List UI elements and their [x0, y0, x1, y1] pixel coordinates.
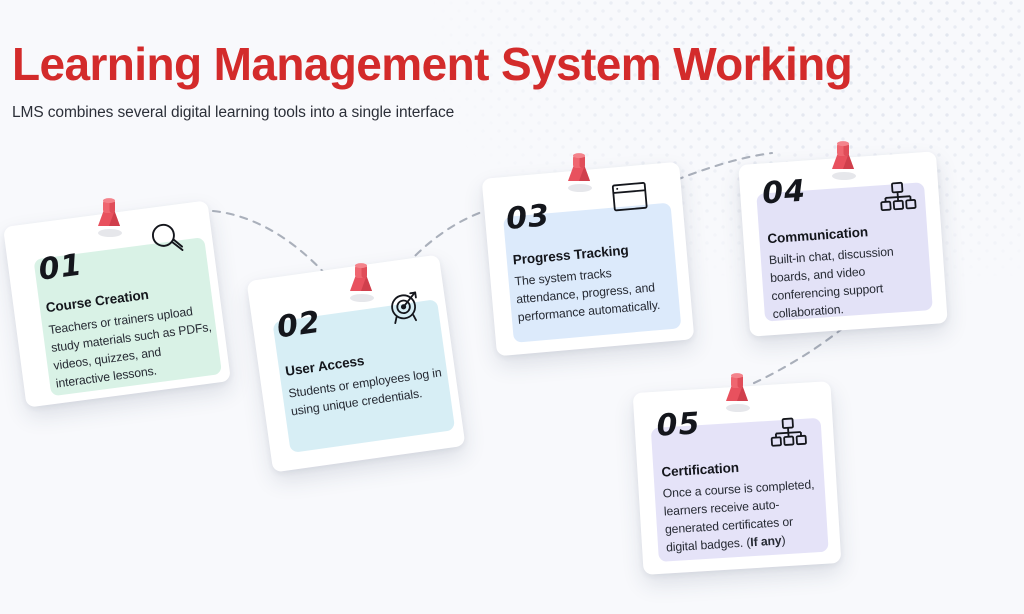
card-number: 01 — [36, 247, 85, 288]
card-number: 03 — [504, 198, 552, 237]
magnifier-icon — [146, 217, 192, 267]
push-pin — [826, 136, 860, 182]
card-body-prefix: Once a course is completed, learners rec… — [662, 477, 815, 555]
page-title: Learning Management System Working — [12, 38, 853, 90]
org-chart-icon — [768, 415, 808, 456]
push-pin — [344, 258, 378, 304]
target-icon — [384, 286, 428, 334]
card-number: 04 — [761, 173, 808, 212]
card-body: Built-in chat, discussion boards, and vi… — [768, 244, 894, 322]
connector-4-5 — [752, 326, 845, 385]
header: Learning Management System Working LMS c… — [12, 38, 853, 122]
page-subtitle: LMS combines several digital learning to… — [12, 104, 455, 122]
card-body: Once a course is completed, learners rec… — [662, 475, 826, 557]
push-pin — [562, 148, 596, 194]
card-body-emphasis: If any — [749, 533, 782, 550]
org-chart-icon — [878, 179, 919, 221]
push-pin — [720, 368, 754, 414]
push-pin — [92, 193, 126, 239]
card-number: 02 — [274, 304, 324, 346]
browser-window-icon — [608, 177, 651, 221]
card-body-suffix: ) — [781, 533, 786, 548]
card-number: 05 — [655, 406, 702, 444]
